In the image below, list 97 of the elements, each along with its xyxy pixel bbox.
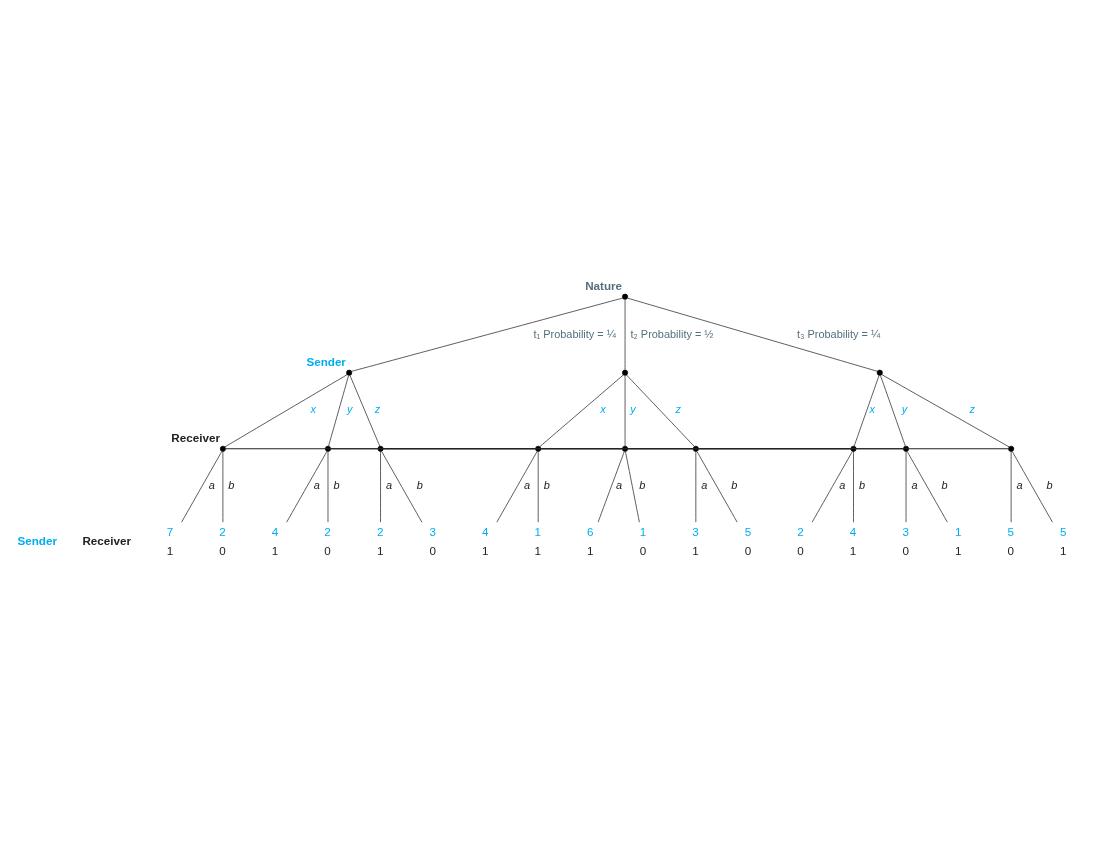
node-text: 2 0 [219,524,226,557]
node-circle [535,445,542,452]
node-text: 3 0 [429,524,436,557]
connector [539,374,624,447]
edge-label: y [901,402,908,415]
edge-label: b [543,479,550,491]
node-text: 4 1 [849,524,857,557]
connector [349,374,381,447]
edge-label: a [911,479,918,491]
connector [597,451,625,523]
node-circle [622,293,629,300]
label: Sender [17,533,57,547]
connector [625,451,640,523]
edge-label: y [346,402,353,415]
node-text: 5 1 [1060,524,1067,557]
connector [1010,451,1012,523]
node-circle [876,369,883,376]
connector [222,451,224,523]
node-text: 2 1 [376,524,384,557]
connector [627,297,878,372]
connector [624,299,626,371]
connector [811,451,853,523]
edge-label: b [858,479,866,491]
edge-label: a [839,479,846,491]
node-text: 6 1 [587,524,594,557]
edge-label: a [701,479,708,491]
edge-label: b [416,479,423,491]
node-text: 5 0 [1007,524,1014,557]
node-circle [325,445,331,452]
connector [695,451,697,523]
edge-label: x [600,402,606,415]
edge-label: a [313,479,320,491]
node-circle [622,369,629,376]
connector [380,451,381,523]
connector [880,374,906,447]
connector [905,451,907,523]
node-text: 3 0 [902,524,909,557]
edge-label: z [374,402,381,415]
edge-label: x [310,402,316,415]
edge-label: t₂ Probability = ½ [630,327,714,340]
node-circle [219,445,226,452]
node-circle [377,445,384,452]
connector [351,297,624,372]
edge-label: a [208,479,215,491]
connector [906,451,948,523]
connector [624,375,626,447]
connector [853,451,854,523]
edge-label: z [675,402,681,415]
node-text: 4 1 [271,524,279,557]
node-text: 7 1 [166,524,174,557]
connector [328,375,349,447]
connector [853,374,880,447]
connector [327,451,329,523]
edge-label: x [869,402,876,415]
connector [537,451,539,523]
edge-label: a [1016,479,1023,491]
edge-label: z [969,402,976,415]
connector [381,451,423,523]
node-circle [692,445,699,452]
node-text: 3 1 [692,524,699,557]
node-label: Nature [585,278,623,292]
node-text: 4 1 [482,524,489,557]
edge-label: a [386,479,393,491]
connector [224,374,348,448]
edge-label: b [228,479,235,491]
node-label: Receiver [171,430,220,444]
node-circle [622,445,629,452]
node-text: 2 0 [797,524,804,557]
node-text: 1 1 [954,524,962,557]
edge-label: a [523,479,531,491]
edge-label: b [639,479,646,491]
connector [181,451,223,523]
edge-label: t₃ Probability = ¼ [796,327,881,340]
connector [626,374,695,447]
edge-label: a [615,479,623,491]
edge-label: b [333,479,340,491]
node-circle [903,445,910,452]
node-circle [850,445,857,452]
edge-label: b [731,479,738,491]
node-text: 5 0 [744,524,752,557]
node-circle [1008,445,1015,452]
edge-label: b [941,479,948,491]
connector [286,451,328,523]
edge-label: y [630,402,636,415]
connector [881,374,1010,448]
connector [496,451,538,523]
node-label: Sender [306,354,346,368]
node-circle [346,369,353,376]
node-text: 1 1 [534,524,542,557]
label: Receiver [82,533,132,547]
connector [1011,451,1053,523]
node-text: 2 0 [324,524,331,557]
node-text: 1 0 [639,524,647,557]
edge-label: t₁ Probability = ¼ [533,327,616,340]
connector [696,451,738,523]
edge-label: b [1046,479,1053,491]
connector [698,448,1009,450]
